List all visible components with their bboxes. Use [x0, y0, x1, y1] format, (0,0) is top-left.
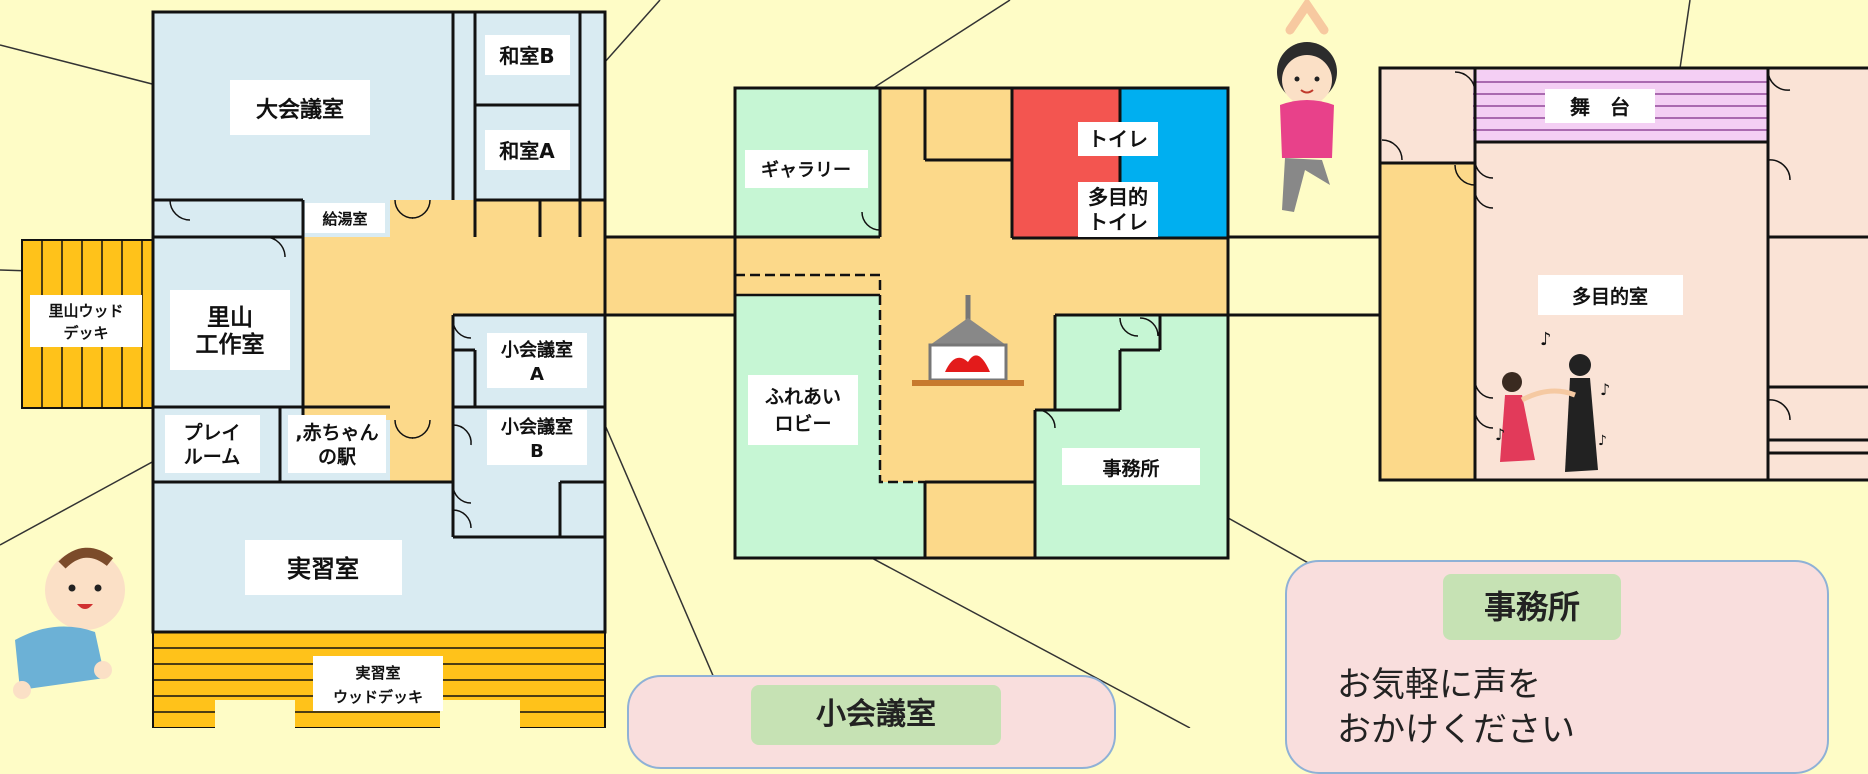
- svg-text:♪: ♪: [1495, 425, 1505, 444]
- baby-station-label-2: の駅: [318, 446, 357, 468]
- multipurpose-room-label: 多目的室: [1572, 285, 1648, 308]
- satoyama-deck-label-2: デッキ: [63, 324, 108, 342]
- large-meeting-room-label: 大会議室: [256, 97, 344, 123]
- office-callout-title: 事務所: [1443, 574, 1621, 640]
- stage-label: 舞 台: [1570, 95, 1630, 119]
- dancers-illustration: ♪ ♪ ♪ ♪: [1495, 329, 1610, 472]
- training-deck-label-2: ウッドデッキ: [333, 688, 423, 706]
- fireplace-icon: [912, 295, 1024, 386]
- small-meeting-b-label-2: B: [530, 441, 544, 462]
- training-deck-label-1: 実習室: [355, 664, 400, 682]
- small-meeting-b-label-1: 小会議室: [501, 416, 573, 438]
- satoyama-workshop-label-2: 工作室: [196, 331, 265, 358]
- room-labels: 大会議室 和室B 和室A 給湯室 里山ウッド デッキ 里山 工作室 プレイ ルー…: [30, 35, 1683, 711]
- washitsu-a-label: 和室A: [499, 139, 555, 163]
- office-callout-text-1: お気軽に声を: [1337, 665, 1541, 705]
- svg-text:♪: ♪: [1540, 329, 1552, 350]
- lobby-label-2: ロビー: [774, 413, 831, 435]
- yoga-woman-illustration: [1277, 0, 1337, 212]
- baby-station-label-1: ,赤ちゃん: [295, 422, 378, 444]
- small-meeting-callout: 小会議室: [627, 675, 1116, 769]
- play-room-label-2: ルーム: [184, 446, 240, 468]
- office-callout-text-2: おかけください: [1337, 710, 1575, 750]
- play-room-label-1: プレイ: [183, 421, 240, 444]
- office-callout: 事務所 お気軽に声を おかけください: [1285, 560, 1829, 774]
- small-meeting-a-label-1: 小会議室: [501, 339, 573, 361]
- gallery-label: ギャラリー: [761, 160, 851, 181]
- satoyama-workshop-label-1: 里山: [207, 305, 253, 331]
- svg-text:♪: ♪: [1598, 433, 1607, 449]
- small-meeting-a-label-2: A: [530, 364, 544, 385]
- door-swings: [169, 69, 1791, 529]
- east-hall: [1378, 66, 1868, 482]
- multipurpose-toilet-label-1: 多目的: [1088, 185, 1148, 209]
- training-room-label: 実習室: [287, 555, 359, 583]
- baby-illustration: [13, 547, 125, 699]
- small-meeting-callout-title: 小会議室: [751, 685, 1001, 745]
- lobby-label-1: ふれあい: [765, 386, 841, 408]
- washitsu-b-label: 和室B: [499, 44, 554, 68]
- floor-plan-svg: 大会議室 和室B 和室A 給湯室 里山ウッド デッキ 里山 工作室 プレイ ルー…: [0, 0, 1868, 729]
- office-label: 事務所: [1102, 457, 1159, 480]
- kitchenette-label: 給湯室: [322, 210, 367, 228]
- multipurpose-toilet-label-2: トイレ: [1088, 210, 1148, 234]
- satoyama-deck-label-1: 里山ウッド: [48, 302, 123, 320]
- toilet-label: トイレ: [1088, 127, 1148, 151]
- svg-text:♪: ♪: [1600, 380, 1610, 399]
